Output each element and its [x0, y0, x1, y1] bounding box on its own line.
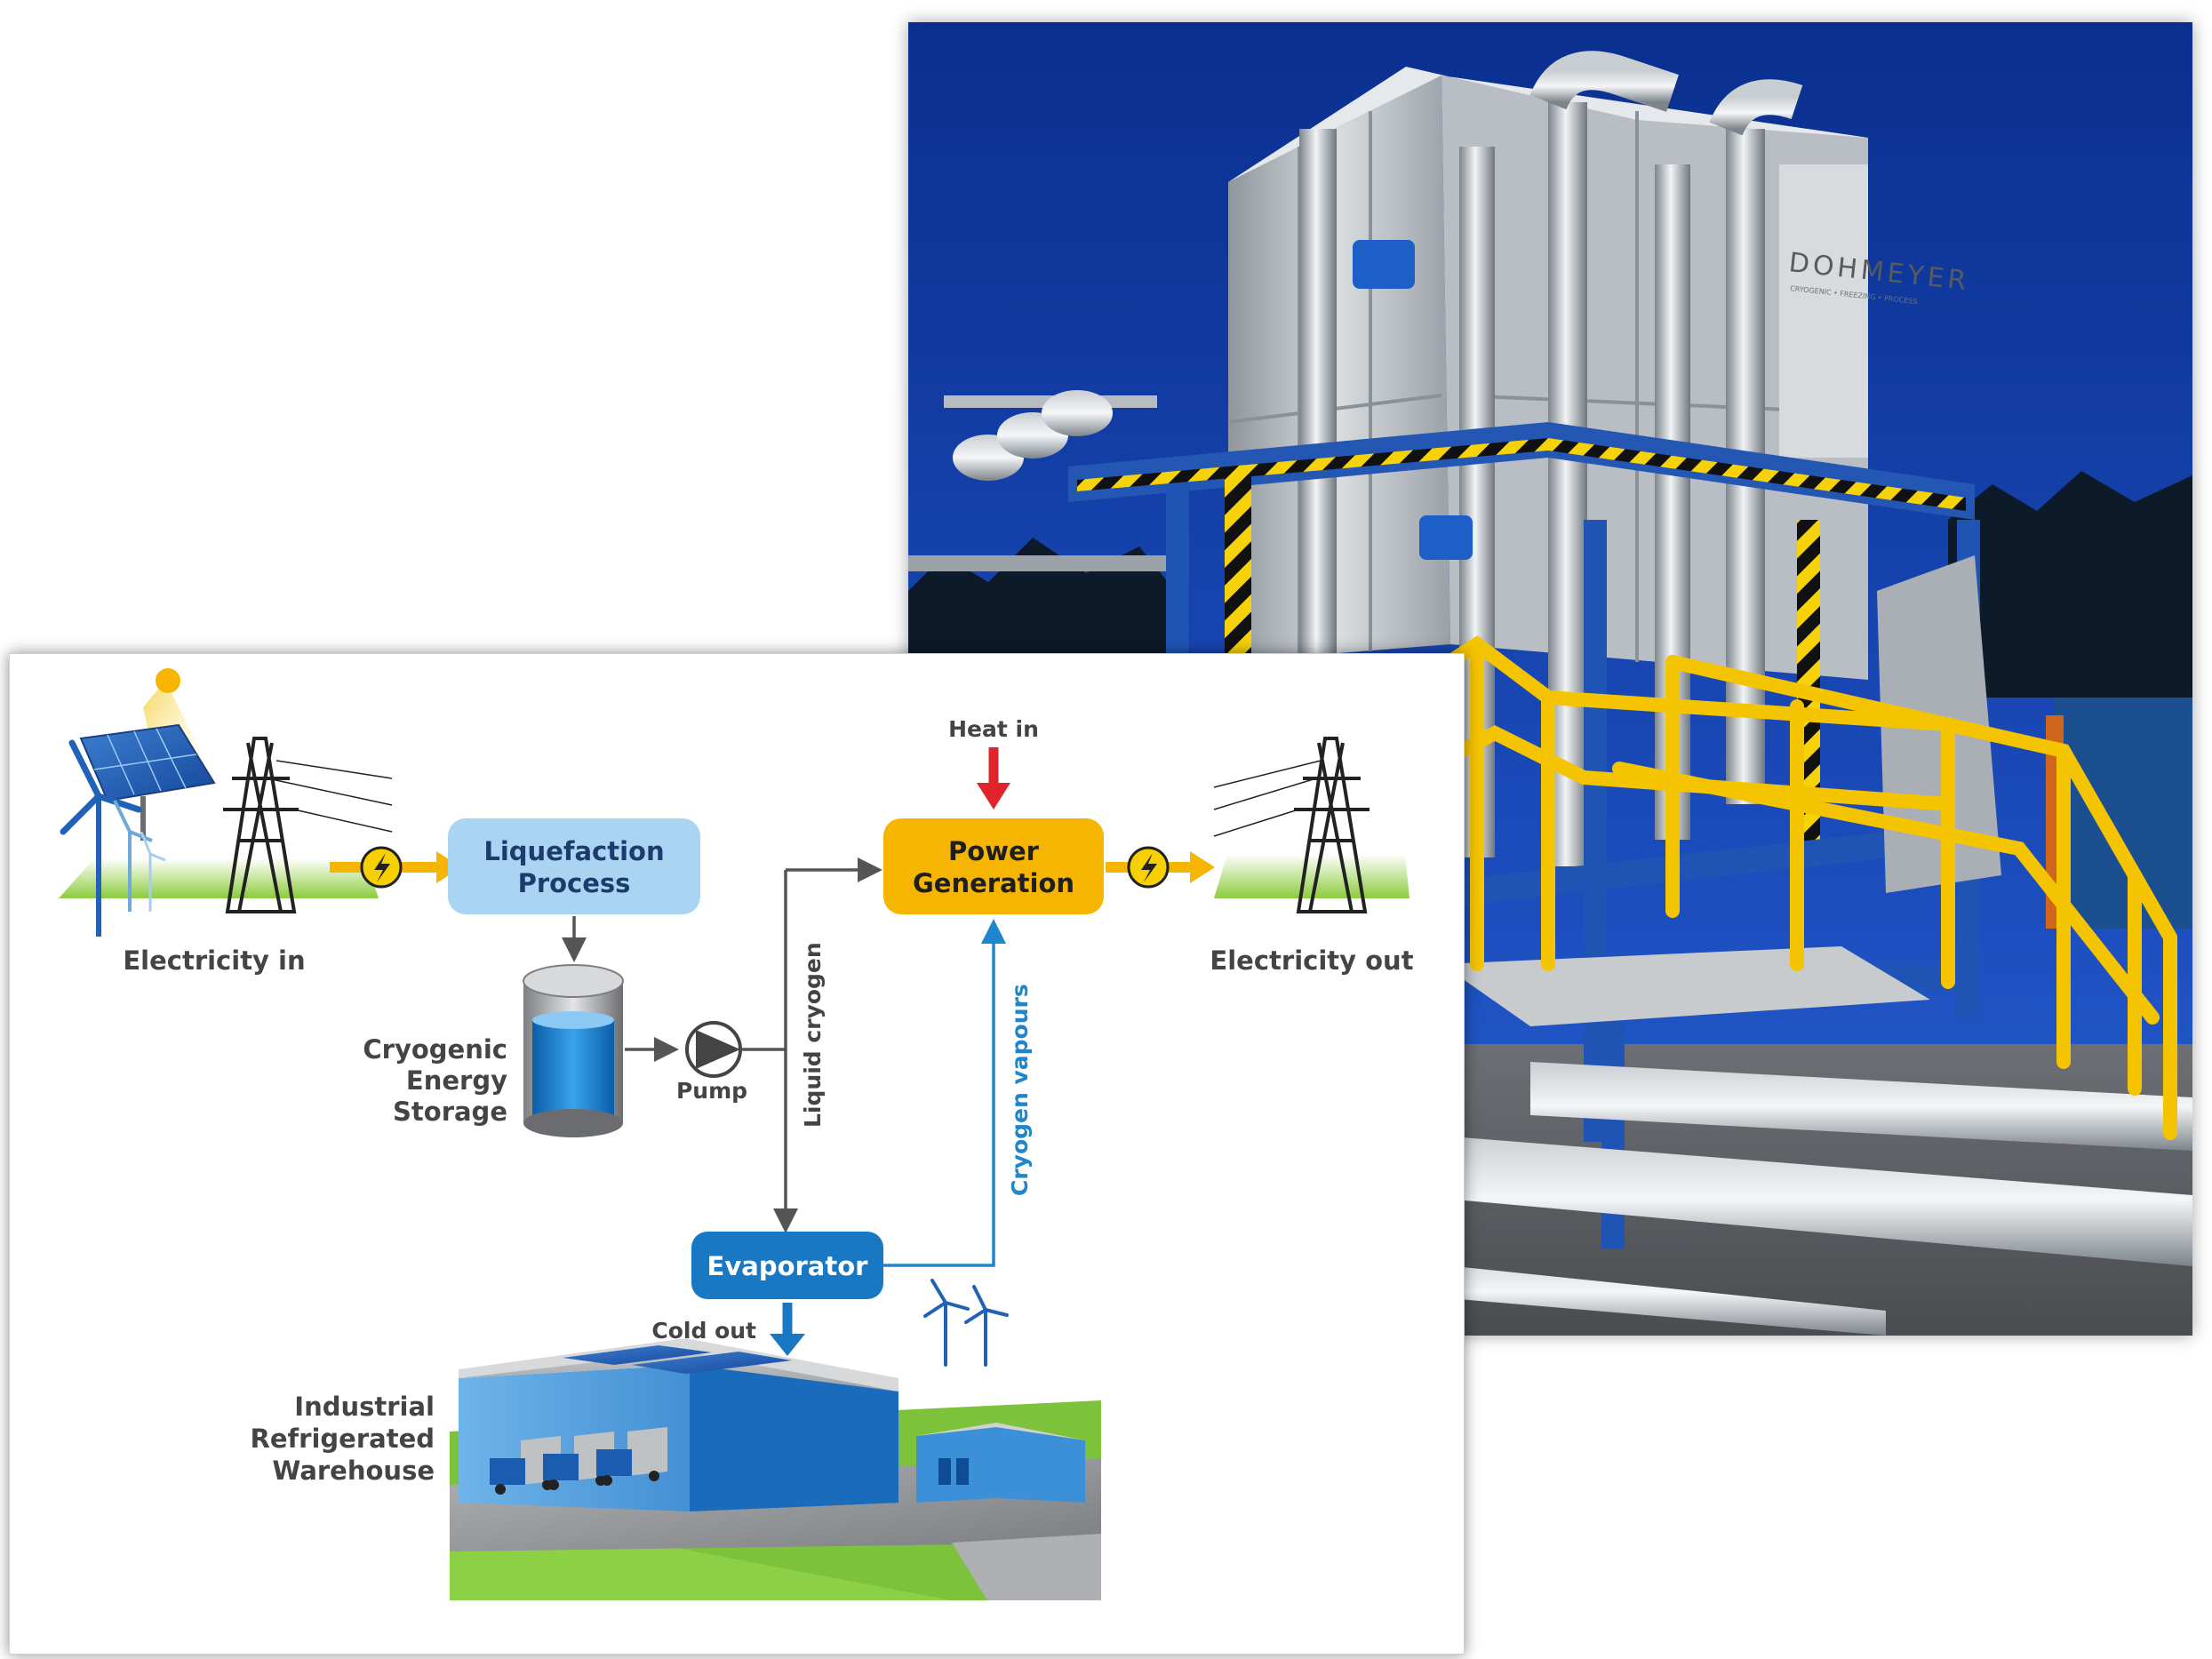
electricity-out-arrow [1106, 846, 1215, 889]
pump-label: Pump [676, 1078, 747, 1104]
pylon-illustration-right [1213, 737, 1409, 913]
cold-out-arrow [770, 1303, 805, 1356]
heat-in-arrow [977, 747, 1010, 810]
cold-out-label: Cold out [651, 1318, 756, 1344]
warehouse-label-line1: Industrial [294, 1392, 435, 1422]
renewables-illustration-left [59, 668, 393, 937]
power-label-line2: Generation [913, 868, 1074, 898]
storage-tank-icon [523, 964, 624, 1137]
liquid-cryogen-label: Liquid cryogen [800, 942, 826, 1128]
heat-in-label: Heat in [948, 716, 1039, 742]
solar-panel-icon [79, 723, 216, 802]
evaporator-box: Evaporator [691, 1232, 883, 1299]
cryogenic-energy-diagram: Electricity in Liquefaction Process Cryo… [9, 653, 1465, 1655]
storage-label-line2: Energy [406, 1065, 507, 1096]
cryogen-vapours-label: Cryogen vapours [1007, 984, 1033, 1196]
wind-turbine-icon [60, 739, 166, 937]
pump-icon [685, 1021, 742, 1078]
truck-icon [596, 1427, 667, 1486]
evaporator-label: Evaporator [707, 1251, 869, 1281]
electricity-in-label: Electricity in [123, 945, 305, 976]
sun-icon [156, 668, 180, 693]
liquefaction-process-box: Liquefaction Process [448, 818, 700, 914]
liquefaction-label-line2: Process [518, 868, 631, 898]
facility-photo: DOHMEYER CRYOGENIC • FREEZING • PROCESS [908, 22, 2192, 1336]
storage-label-line3: Storage [393, 1097, 507, 1127]
warehouse-label-line3: Warehouse [272, 1456, 435, 1486]
pylon-icon-left [223, 737, 393, 913]
lightning-icon [374, 853, 390, 882]
warehouse-illustration [450, 1279, 1101, 1600]
power-generation-box: Power Generation [883, 818, 1104, 914]
warehouse-label-line2: Refrigerated [251, 1424, 435, 1454]
power-label-line1: Power [948, 836, 1040, 866]
cryogen-vapours-line [883, 919, 1006, 1267]
liquefaction-label-line1: Liquefaction [483, 836, 664, 866]
storage-label-line1: Cryogenic [363, 1034, 507, 1065]
electricity-out-label: Electricity out [1210, 945, 1413, 976]
lightning-icon-out [1141, 853, 1157, 882]
